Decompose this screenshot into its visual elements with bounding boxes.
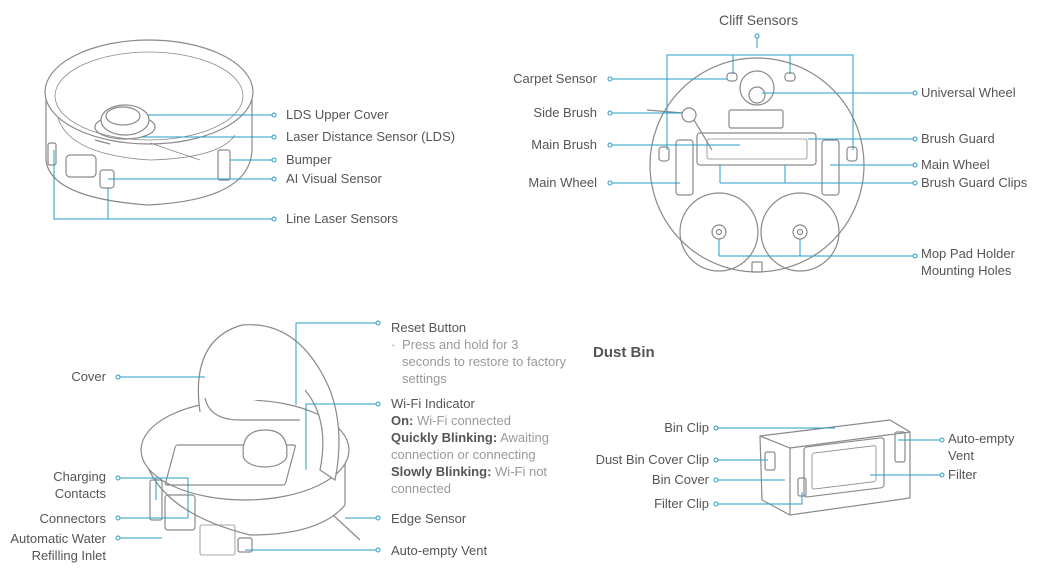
label-wifi-indicator: Wi-Fi Indicator [391,396,475,411]
label-laser-distance-sensor: Laser Distance Sensor (LDS) [286,129,456,144]
reset-bullet: · [391,337,396,352]
bottom-left-callout-lines [120,322,376,551]
label-auto-empty-line1: Auto-empty [948,431,1015,446]
label-cover: Cover [71,369,106,384]
label-mounting-holes: Mounting Holes [921,263,1012,278]
wifi-slow-row: Slowly Blinking: Wi-Fi not [391,463,547,480]
label-charging-line2: Contacts [54,486,106,501]
label-bin-cover: Bin Cover [651,472,709,487]
label-bin-clip: Bin Clip [664,420,709,435]
wifi-quick-key: Quickly Blinking: [391,430,498,445]
wifi-on-row: On: Wi-Fi connected [391,412,511,429]
label-auto-empty-line2: Vent [948,448,975,463]
dust-bin-callout-lines [718,427,940,505]
label-auto-water-line2: Refilling Inlet [31,548,106,563]
label-filter-clip: Filter Clip [654,496,709,511]
label-side-brush: Side Brush [533,105,597,120]
label-bumper: Bumper [286,152,332,167]
label-brush-guard-clips: Brush Guard Clips [921,175,1028,190]
label-connectors: Connectors [39,511,106,526]
label-cliff-sensors: Cliff Sensors [719,12,799,28]
top-right-callout-lines [612,38,913,257]
wifi-quick-row: Quickly Blinking: Awaiting [391,429,549,446]
dust-bin-drawing [759,419,911,516]
label-auto-empty-vent-robot: Auto-empty Vent [391,543,488,558]
wifi-slow-value: Wi-Fi not [495,464,548,479]
label-universal-wheel: Universal Wheel [921,85,1016,100]
label-brush-guard: Brush Guard [921,131,995,146]
label-carpet-sensor: Carpet Sensor [513,71,597,86]
label-edge-sensor: Edge Sensor [391,511,467,526]
label-ai-visual-sensor: AI Visual Sensor [286,171,382,186]
reset-desc-line2: seconds to restore to factory [402,354,567,369]
label-auto-water-line1: Automatic Water [10,531,106,546]
label-dust-bin-cover-clip: Dust Bin Cover Clip [595,452,709,467]
label-reset-button: Reset Button [391,320,467,335]
label-main-wheel-right: Main Wheel [921,157,990,172]
top-left-callout-lines [53,114,272,220]
wifi-quick-value-line2: connection or connecting [391,447,536,462]
robot-top-view [44,39,254,206]
label-main-wheel-left: Main Wheel [528,175,597,190]
label-main-brush: Main Brush [531,137,597,152]
label-line-laser-sensors: Line Laser Sensors [286,211,399,226]
reset-desc-line3: settings [402,371,447,386]
wifi-slow-key: Slowly Blinking: [391,464,492,479]
label-charging-line1: Charging [53,469,106,484]
label-filter: Filter [948,467,977,482]
wifi-slow-value-line2: connected [391,481,451,496]
robot-on-dock [140,324,361,556]
label-lds-upper-cover: LDS Upper Cover [286,107,389,122]
robot-bottom-view [646,57,865,273]
wifi-quick-value: Awaiting [500,430,549,445]
reset-desc-line1: Press and hold for 3 [402,337,519,352]
wifi-on-value: Wi-Fi connected [417,413,511,428]
dust-bin-title: Dust Bin [593,344,655,361]
label-mop-pad-holder: Mop Pad Holder [921,246,1015,261]
wifi-on-key: On: [391,413,414,428]
